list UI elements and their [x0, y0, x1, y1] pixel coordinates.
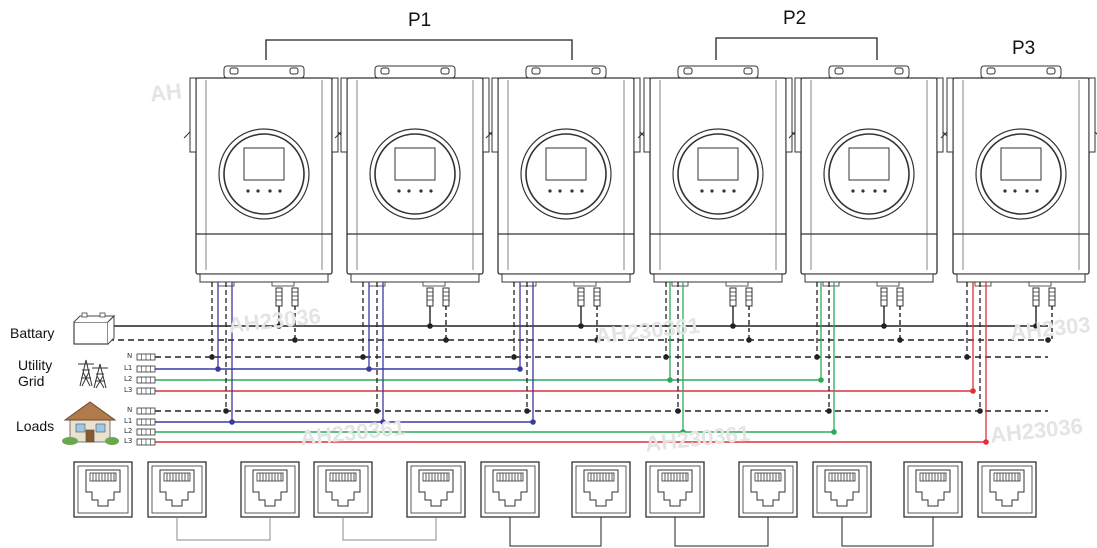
loads-bus [155, 410, 1048, 443]
rj45-port-icon [406, 461, 466, 518]
utility-grid-label-line1: Utility [18, 357, 53, 373]
inverter-6 [940, 65, 1097, 322]
communication-cables [176, 517, 934, 547]
rj45-port-icon [313, 461, 373, 518]
group-label-p1: P1 [408, 10, 432, 31]
battery-bus [108, 325, 1048, 341]
rj45-port-icon [147, 461, 207, 518]
battery-label: Battary [10, 325, 55, 341]
house-icon [62, 401, 119, 445]
inverter-3 [485, 65, 647, 322]
grid-terminal-label-l2: L2 [124, 375, 133, 383]
loads-terminal-label-n: N [127, 406, 133, 414]
rj45-port-icon [645, 461, 705, 518]
grid-terminal-label-l1: L1 [124, 364, 133, 372]
rj45-port-icon [480, 461, 540, 518]
junction-dots [209, 323, 1051, 445]
rj45-port-icon [240, 461, 300, 518]
group-bracket-p2 [715, 37, 878, 60]
transmission-tower-icon [78, 359, 108, 389]
loads-terminal-label-l1: L1 [124, 417, 133, 425]
group-label-p3: P3 [1012, 38, 1036, 59]
watermark: AH [148, 78, 183, 107]
inverter-4 [637, 65, 799, 322]
grid-terminal-block [136, 353, 156, 395]
group-bracket-p1 [265, 39, 573, 60]
grid-terminal-label-n: N [127, 352, 133, 360]
loads-terminal-block [136, 407, 156, 446]
rj45-port-icon [571, 461, 631, 518]
utility-grid-label-line2: Grid [18, 373, 45, 389]
grid-terminal-label-l3: L3 [124, 386, 133, 394]
loads-terminal-label-l2: L2 [124, 427, 133, 435]
rj45-port-icon [738, 461, 798, 518]
battery-icon [73, 312, 116, 345]
rj45-port-icon [903, 461, 963, 518]
loads-terminal-label-l3: L3 [124, 437, 133, 445]
rj45-port-icon [977, 461, 1037, 518]
rj45-port-icon [812, 461, 872, 518]
utility-grid-bus [155, 356, 1048, 392]
inverter-5 [788, 65, 950, 322]
inverter-1 [183, 65, 345, 322]
loads-label: Loads [16, 418, 55, 434]
group-label-p2: P2 [783, 8, 807, 29]
inverter-2 [334, 65, 496, 322]
ac-drop-lines [211, 282, 987, 442]
rj45-port-icon [73, 461, 133, 518]
